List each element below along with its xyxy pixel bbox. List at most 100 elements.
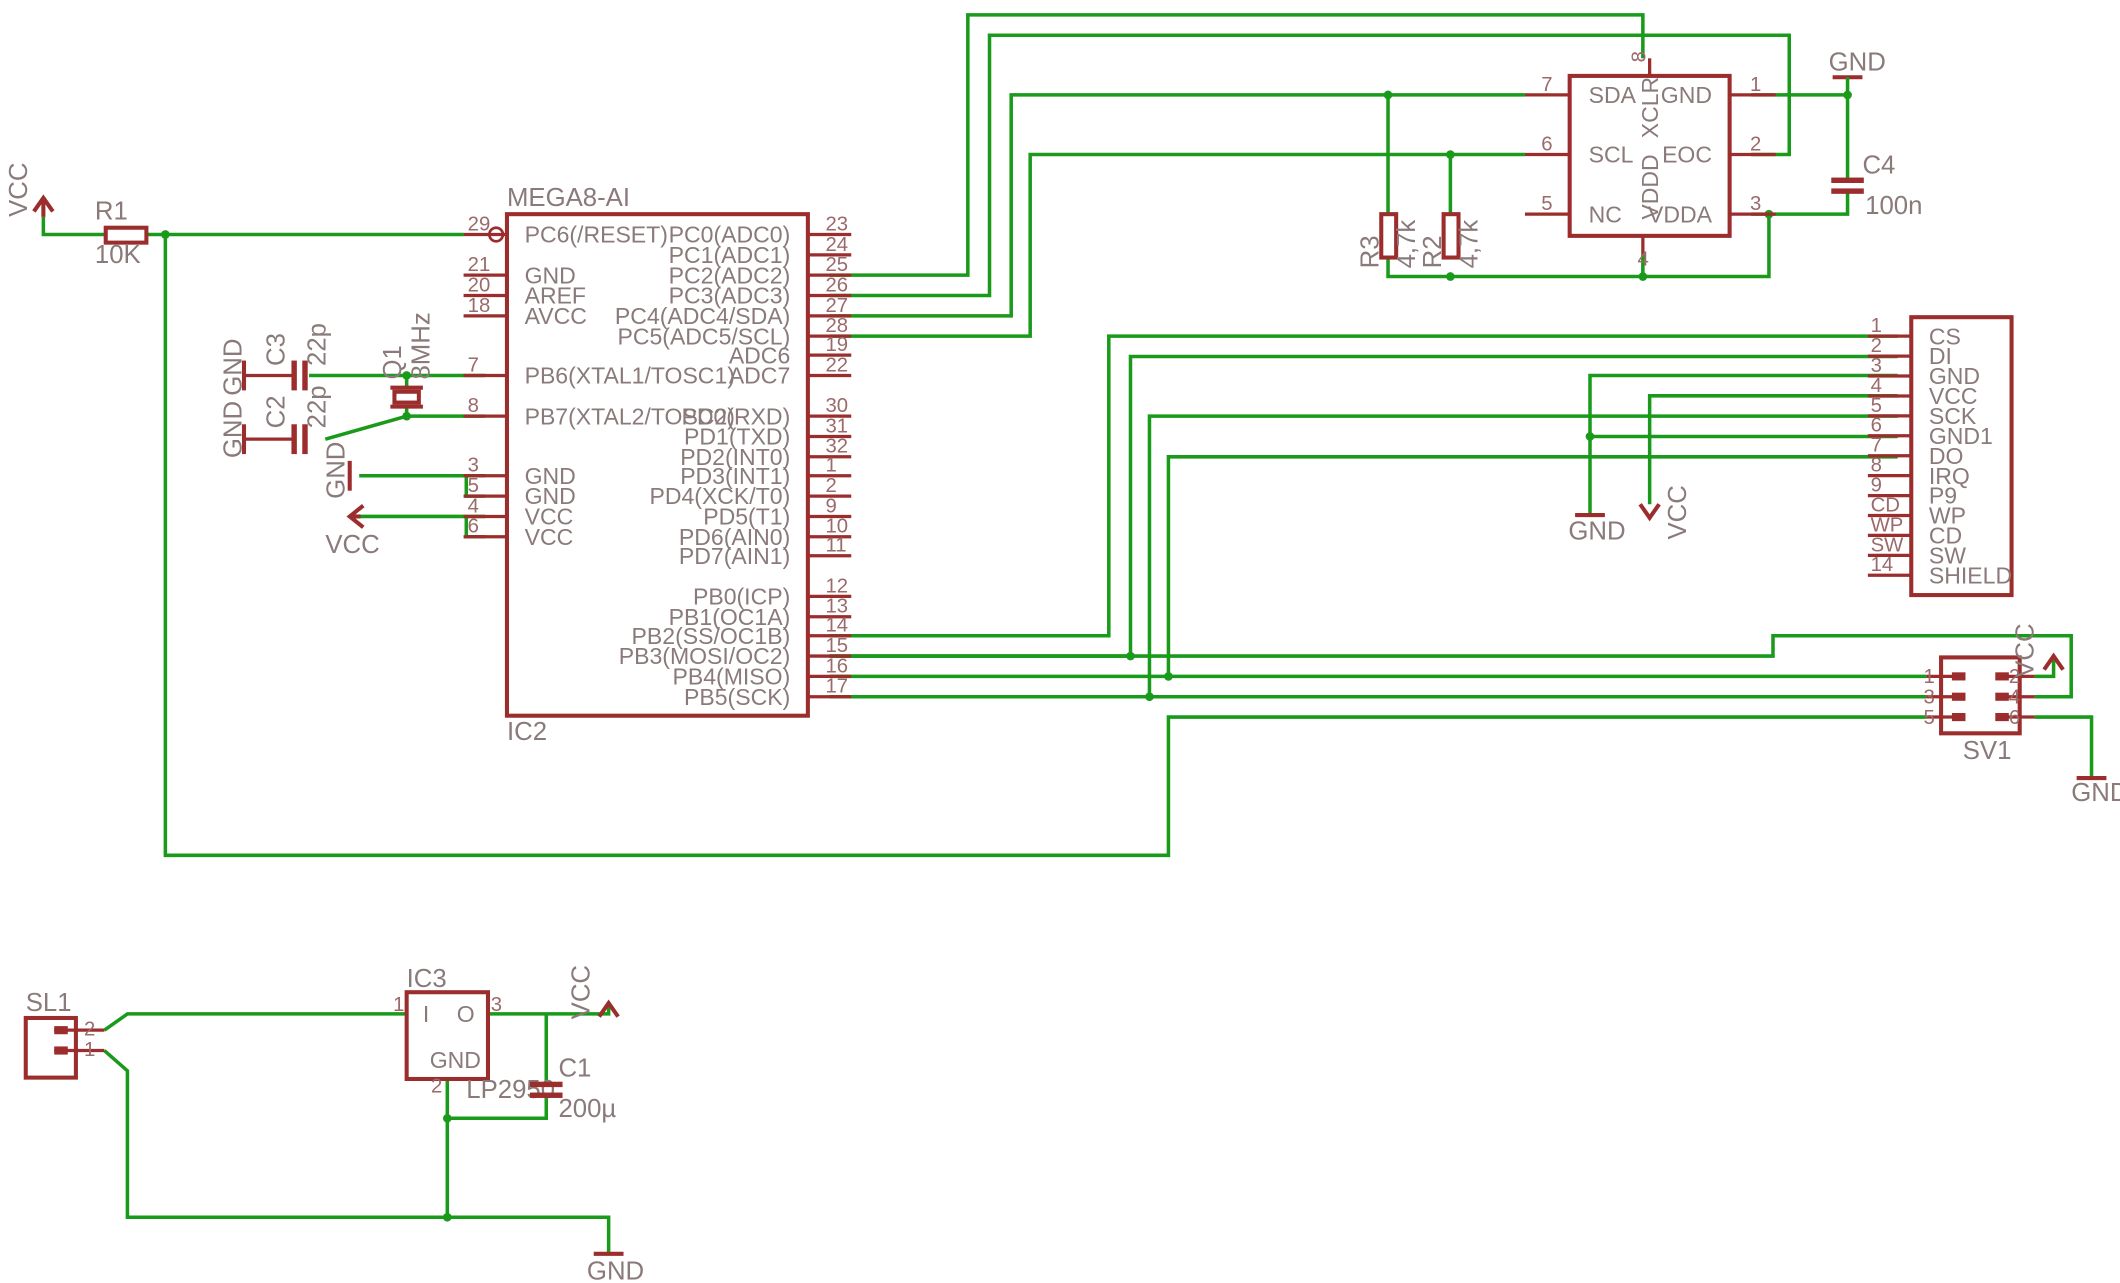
sensor-pin-num: 1	[1750, 74, 1761, 96]
r2-body	[1441, 212, 1461, 260]
mega8-pin-num: 30	[825, 395, 848, 417]
ic3-out-label: O	[457, 1001, 475, 1027]
sd-pin-label: GND1	[1929, 423, 1993, 449]
mega8-pin-num: 11	[825, 535, 846, 557]
c1-name: C1	[558, 1054, 591, 1082]
mega8-pin-label: GND	[525, 463, 576, 489]
mega8-pin-label: PD2(INT0)	[680, 444, 790, 470]
c3-value: 22p	[303, 323, 331, 366]
mega8-pin-label: PD6(AIN0)	[679, 524, 790, 550]
mega8-pin-label: PD3(INT1)	[680, 463, 790, 489]
sl1-contact	[54, 1026, 68, 1035]
gnd-c2-label: GND	[219, 401, 247, 458]
mega8-pin-num: 19	[825, 334, 848, 356]
wire-sl1-pin1	[103, 1049, 611, 1254]
gnd-symbol-bottom: GND	[587, 1251, 644, 1283]
mega8-pin-label: ADC6	[729, 342, 790, 368]
resistor-r1: R1 10K	[95, 198, 149, 269]
junction	[442, 1113, 452, 1123]
mega8-pin-label: PD1(TXD)	[684, 424, 790, 450]
mega8-pin-num: 21	[468, 254, 491, 276]
mega8-pin-label: PB7(XTAL2/TOSC2)	[525, 403, 735, 429]
c2-name: C2	[263, 395, 291, 428]
sd-pin-label: SW	[1929, 542, 1966, 568]
vcc-symbol-mega: VCC	[325, 504, 380, 559]
gnd-sd-label: GND	[1568, 517, 1625, 545]
vcc-mega-label: VCC	[325, 531, 379, 559]
mega8-pin-label: PC5(ADC5/SCL)	[617, 323, 790, 349]
wire-sl1-pin2	[103, 1012, 407, 1032]
mega8-pin-num: 9	[825, 495, 836, 517]
sensor-pin-label: SCL	[1589, 142, 1634, 168]
wire-c1-bottom	[447, 1095, 549, 1121]
mega8-pin-num: 31	[825, 415, 848, 437]
mega8-pin-num: 27	[825, 295, 848, 317]
mega8-pin-num: 2	[825, 475, 836, 497]
mega8-pin-label: PD4(XCK/T0)	[649, 483, 790, 509]
ic3-pin-num: 1	[393, 994, 404, 1016]
c1-value: 200µ	[558, 1095, 616, 1123]
junction	[1164, 672, 1173, 681]
wire-pc5-scl	[829, 152, 1525, 338]
wire-pc3-eoc	[829, 33, 1792, 298]
resistor-r3: R3 4,7k	[1357, 212, 1421, 268]
mega8-pin-num: 7	[468, 354, 479, 376]
mega8-pin-label: GND	[525, 483, 576, 509]
sensor-pin-label: SDA	[1589, 82, 1637, 108]
sv1-contact	[1995, 692, 2009, 701]
mega8-body	[504, 212, 810, 718]
sd-pin-num: SW	[1871, 534, 1905, 556]
sensor-pin-label: XCLR	[1637, 77, 1663, 138]
wire-sv1-gnd	[2034, 715, 2094, 779]
capacitor-c1: C1 200µ	[530, 1054, 616, 1123]
sd-pin-num: 3	[1871, 355, 1882, 377]
gnd-symbol-sv1: GND	[2071, 776, 2120, 807]
mega8-pin-num: 3	[468, 455, 479, 477]
capacitor-c4: C4 100n	[1831, 152, 1922, 220]
sd-pin-num: 14	[1871, 554, 1894, 576]
mega8-pin-num: 5	[468, 475, 479, 497]
mega8-pin-label: PC6(/RESET)	[525, 222, 668, 248]
vcc-sd-label: VCC	[1664, 485, 1692, 539]
mega8-pin-num: 29	[468, 213, 491, 235]
mega8-pin-label: ADC7	[729, 363, 790, 389]
capacitor-c3: GND C3 22p	[219, 323, 331, 396]
sensor-pin-label: GND	[1661, 82, 1712, 108]
mega8-pin-num: 14	[825, 615, 848, 637]
sensor-pin-num: 2	[1750, 133, 1761, 155]
sv1-contact	[1951, 692, 1966, 701]
gnd-c4-label: GND	[1829, 48, 1886, 76]
sv1-contact	[1951, 672, 1966, 681]
mega8-pin-num: 10	[825, 516, 848, 538]
mega8-pin-label: VCC	[525, 504, 574, 530]
vcc-sv1-label: VCC	[2011, 623, 2039, 677]
wire-pb3-di	[829, 354, 1898, 658]
c4-plate-2	[1831, 188, 1864, 194]
r2-value: 4,7k	[1455, 220, 1483, 269]
c2-plate-2	[302, 424, 308, 455]
vcc-symbol-sd: VCC	[1638, 485, 1692, 539]
sensor-pin-label: EOC	[1662, 142, 1712, 168]
wire-pb2-cs	[829, 334, 1898, 638]
c2-plate-1	[291, 424, 297, 455]
mega8-pin-label: PC0(ADC0)	[669, 222, 791, 248]
crystal-q1: Q1 8MHz	[379, 312, 436, 409]
r1-body	[103, 225, 149, 245]
sensor-pin-num: 6	[1541, 133, 1552, 155]
gnd-c3-label: GND	[219, 339, 247, 396]
sensor-pin-num: 3	[1750, 193, 1761, 215]
c1-plate-2	[530, 1092, 563, 1098]
mega8-pin-num: 23	[825, 213, 848, 235]
resistor-r2: R2 4,7k	[1419, 212, 1483, 269]
wire-pullup-bottom	[1386, 214, 1771, 279]
wire-sd-vcc	[1647, 394, 1898, 505]
junction	[1383, 90, 1393, 100]
junction	[1585, 432, 1595, 441]
mega8-pin-label: PB6(XTAL1/TOSC1)	[525, 363, 735, 389]
sv1-pin-num: 1	[1923, 666, 1934, 688]
